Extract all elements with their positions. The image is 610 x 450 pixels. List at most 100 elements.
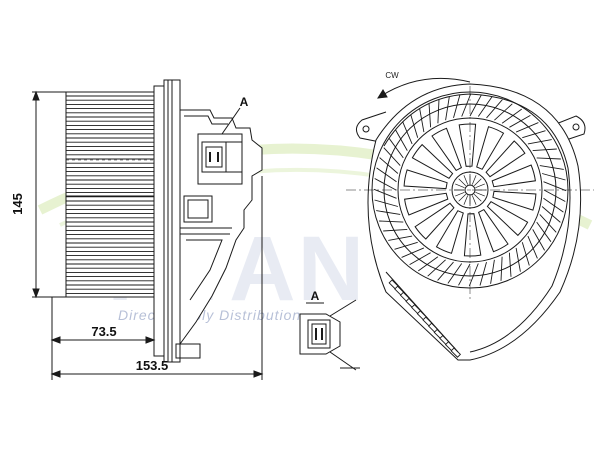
- hub-ray: [458, 193, 467, 202]
- impeller-blade: [477, 96, 493, 117]
- impeller-blade: [445, 96, 450, 121]
- impeller-blade: [479, 261, 487, 286]
- impeller-spoke-opening: [477, 208, 509, 253]
- impeller-blade: [374, 199, 399, 207]
- impeller-blade: [388, 235, 413, 241]
- impeller-blade: [468, 263, 479, 287]
- impeller-spoke-opening: [435, 210, 464, 254]
- hub-ray: [463, 175, 469, 185]
- impeller-blade: [376, 210, 401, 215]
- impeller-blade: [536, 221, 552, 242]
- impeller-spoke-opening: [431, 127, 463, 172]
- impeller-blade: [428, 103, 432, 128]
- depth-dimension-label: 73.5: [91, 324, 116, 339]
- impeller-blade: [500, 256, 503, 281]
- impeller-spoke-opening: [476, 126, 505, 170]
- impeller-blade: [418, 256, 439, 272]
- impeller-blade: [410, 114, 419, 138]
- impeller-spokes: [403, 123, 537, 257]
- impeller-blade: [494, 103, 513, 121]
- impeller-blade: [401, 247, 425, 258]
- impeller-spoke-opening: [463, 213, 482, 257]
- outlet-louvres: [388, 279, 462, 358]
- front-view: [346, 77, 594, 361]
- fan-fins: [66, 95, 154, 294]
- impeller-spoke-opening: [403, 169, 448, 190]
- impeller-spoke-opening: [458, 123, 477, 167]
- impeller-blade: [409, 252, 431, 265]
- overall-dimension-label: 153.5: [136, 358, 169, 373]
- rotation-arrow: [377, 77, 471, 99]
- impeller-blade: [521, 242, 530, 266]
- hub-ray: [455, 183, 465, 189]
- impeller-blade: [373, 188, 397, 199]
- impeller-blade: [458, 263, 471, 286]
- detail-view: [299, 299, 360, 371]
- detail-view-title: A: [311, 289, 320, 303]
- impeller-blade: [379, 220, 404, 223]
- impeller-blade: [527, 235, 538, 259]
- impeller-blade: [447, 263, 463, 284]
- hub-ray: [458, 178, 467, 187]
- impeller-spoke-opening: [486, 201, 529, 237]
- impeller-blade: [509, 115, 531, 128]
- impeller-blade: [461, 93, 472, 117]
- impeller-blade: [395, 129, 408, 151]
- impeller-spoke-opening: [411, 143, 454, 179]
- impeller-blade: [543, 189, 566, 202]
- impeller-blade: [388, 138, 404, 159]
- impeller-blade: [402, 121, 413, 145]
- impeller-blade: [543, 197, 564, 213]
- impeller-blade: [543, 181, 567, 192]
- impeller-blade: [539, 214, 557, 233]
- scroll-housing: [367, 83, 582, 361]
- hub-ray: [471, 195, 477, 205]
- hub-ray: [473, 178, 482, 187]
- detail-marker-label: A: [240, 95, 249, 109]
- impeller-blade: [536, 157, 561, 160]
- impeller-blade: [383, 147, 401, 166]
- impeller-blade: [383, 228, 408, 232]
- mount-tab-left: [356, 111, 387, 143]
- impeller-blade: [469, 94, 482, 117]
- impeller-spoke-opening: [491, 164, 536, 188]
- impeller-blade: [486, 99, 503, 119]
- impeller-blade: [539, 165, 564, 170]
- impeller-blade: [532, 229, 545, 251]
- impeller-blade: [376, 167, 397, 183]
- impeller-blade: [379, 157, 399, 174]
- impeller-blade: [437, 99, 440, 124]
- impeller-blade: [527, 139, 552, 145]
- impeller-blade: [490, 259, 495, 284]
- impeller-blade: [419, 108, 425, 133]
- impeller-blade: [541, 173, 566, 181]
- impeller-blade: [515, 122, 539, 133]
- impeller-spoke-opening: [414, 202, 455, 240]
- impeller-blade: [522, 130, 546, 139]
- hub-ray: [463, 195, 469, 205]
- impeller-blade: [515, 247, 521, 272]
- impeller-spoke-opening: [485, 140, 526, 178]
- hub-ray: [475, 183, 485, 189]
- impeller-blade: [437, 261, 454, 281]
- side-view: [32, 79, 264, 380]
- rotation-direction-label: CW: [385, 71, 399, 80]
- height-dimension-label: 145: [10, 193, 25, 215]
- watermark-tagline: Direct Supply Distribution: [118, 307, 301, 323]
- impeller-blade: [541, 206, 561, 223]
- impeller-blade: [532, 148, 557, 152]
- hub-ray: [471, 175, 477, 185]
- impeller-blade: [427, 259, 446, 277]
- hub-ray: [455, 191, 465, 197]
- impeller-blade: [374, 178, 397, 191]
- impeller-blade: [501, 108, 522, 124]
- impeller-blade: [508, 252, 512, 277]
- hub-ray: [475, 191, 485, 197]
- impeller-blade: [394, 241, 418, 250]
- hub-ray: [473, 193, 482, 202]
- impeller-spoke-opening: [492, 190, 537, 211]
- impeller-blades: [373, 93, 567, 287]
- impeller-blade: [453, 94, 461, 119]
- fan-wheel: [65, 91, 155, 298]
